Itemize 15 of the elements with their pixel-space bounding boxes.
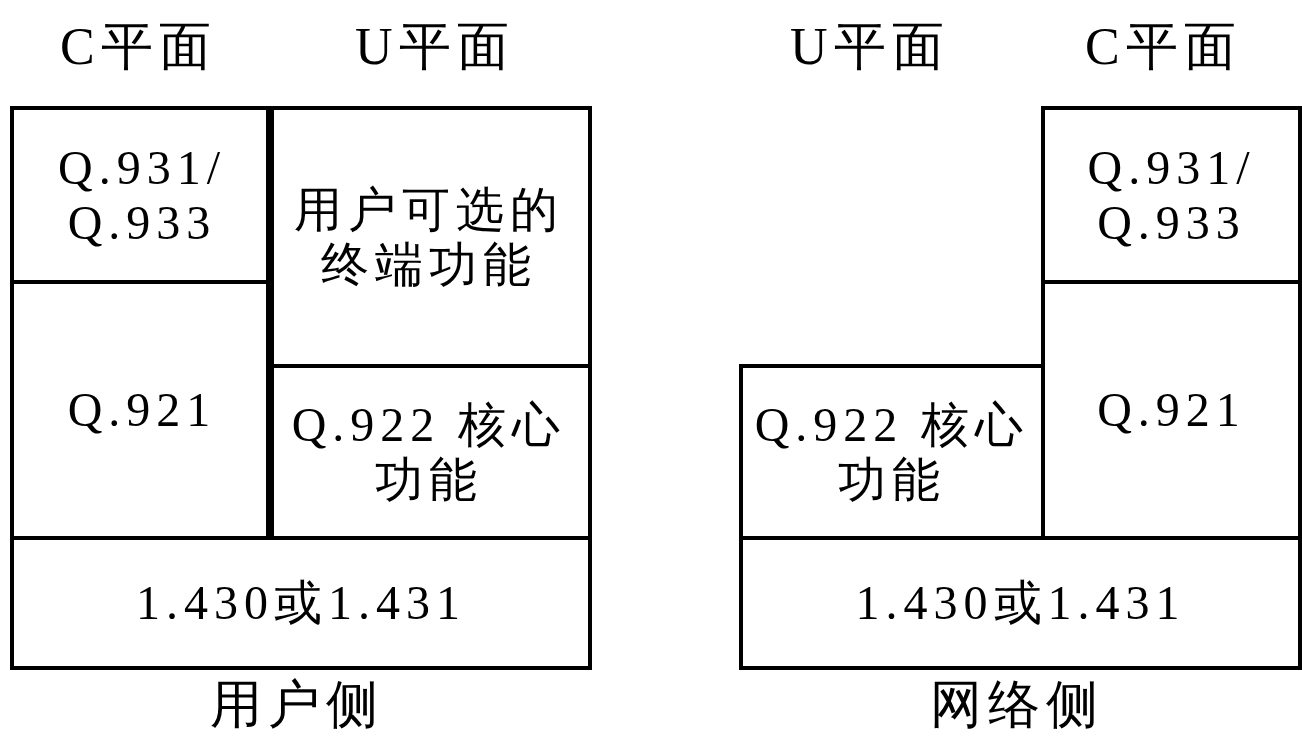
- protocol-label: 1.430或1.431: [136, 575, 466, 631]
- protocol-label: Q.931/ Q.933: [57, 139, 227, 251]
- plane-label: U平面: [355, 17, 515, 77]
- protocol-label: Q.931/ Q.933: [1086, 139, 1257, 251]
- protocol-label: 1.430或1.431: [855, 575, 1186, 631]
- plane-label: U平面: [790, 17, 950, 77]
- protocol-label: Q.922 核心功能: [753, 396, 1031, 508]
- protocol-label: Q.921: [1097, 382, 1246, 438]
- plane-label: C平面: [1085, 17, 1242, 77]
- plane-label: C平面: [60, 17, 217, 77]
- protocol-label: Q.921: [67, 382, 217, 438]
- protocol-label: 用户可选的终端功能: [293, 181, 565, 293]
- side-label: 用户侧: [210, 675, 384, 735]
- side-label: 网络侧: [930, 675, 1104, 735]
- protocol-label: Q.922 核心功能: [290, 396, 568, 508]
